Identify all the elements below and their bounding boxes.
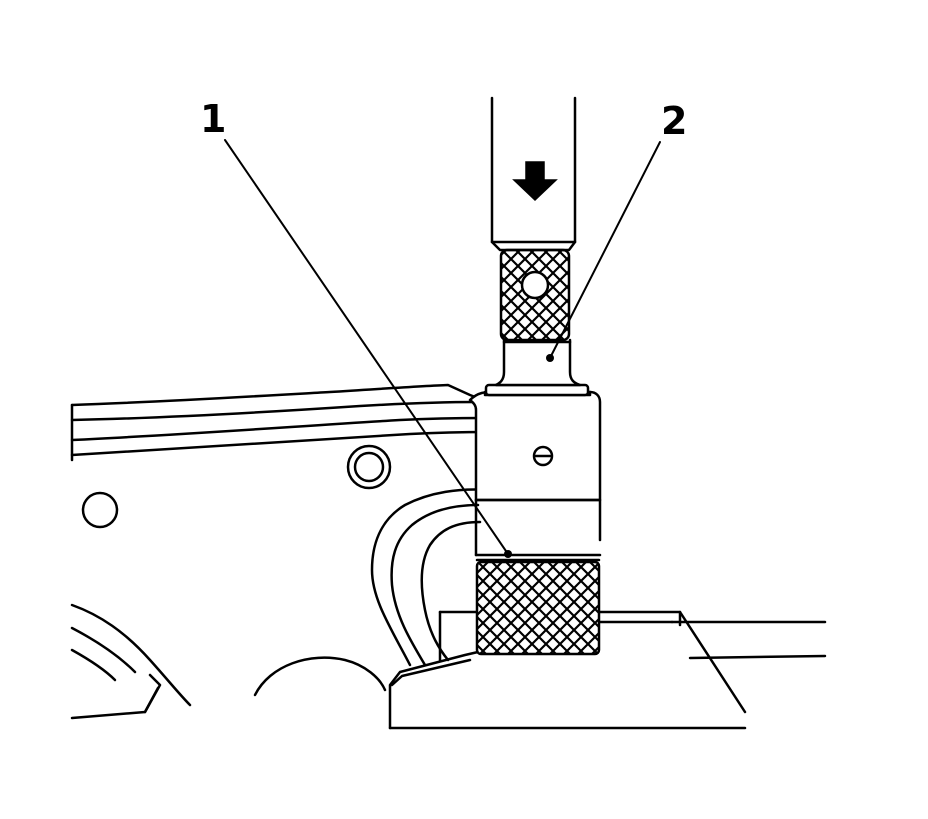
leader-line-2 <box>549 141 661 359</box>
leader-dot-2 <box>546 354 554 362</box>
engine-housing <box>70 383 490 720</box>
leader-line-1 <box>224 139 509 555</box>
callout-label-1: 1 <box>200 97 227 141</box>
shaft <box>483 248 592 397</box>
callout-label-2: 2 <box>661 99 688 143</box>
leader-dot-1 <box>504 550 512 558</box>
knurled-sleeve <box>475 558 601 656</box>
base-block <box>388 610 827 730</box>
down-arrow-icon <box>512 161 558 202</box>
tool-body <box>468 390 602 557</box>
